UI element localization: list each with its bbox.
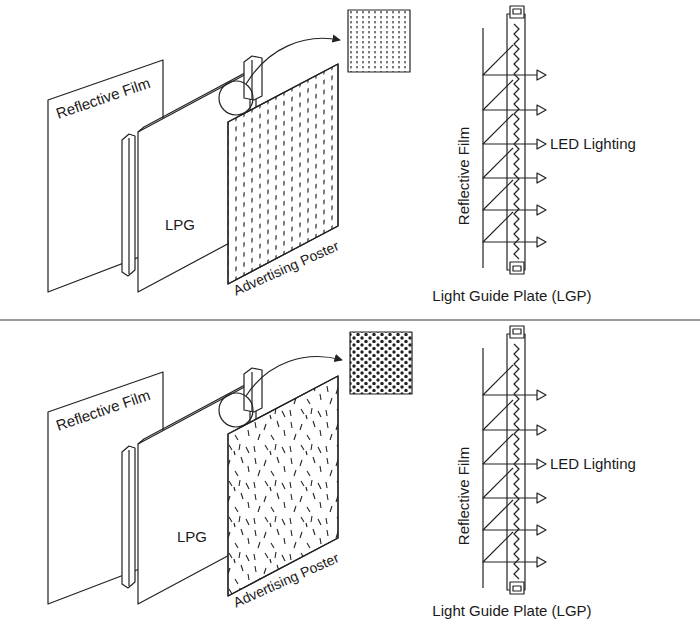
magnifier-circle — [219, 81, 253, 115]
frame-bar — [122, 134, 135, 276]
part-label: Reflective Film — [54, 74, 153, 122]
part-label: LPG — [177, 528, 207, 545]
light-ray — [483, 114, 537, 144]
magnifier — [219, 81, 253, 115]
ray-head — [537, 237, 546, 247]
ray-head — [537, 205, 546, 215]
end-cap — [510, 6, 524, 18]
part-label: LED Lighting — [550, 135, 636, 152]
end-cap-inner — [513, 266, 521, 271]
ray-head — [537, 139, 546, 149]
light-ray — [483, 148, 537, 178]
part-label: Light Guide Plate (LGP) — [432, 287, 591, 304]
end-cap — [510, 262, 524, 274]
ray-head — [537, 70, 546, 80]
frame-bar — [244, 56, 262, 100]
light-ray — [483, 45, 537, 75]
zoom-arrow — [246, 38, 340, 84]
part-label: LPG — [165, 216, 195, 233]
frame-bar-edge — [128, 138, 129, 274]
reflective-film-line — [482, 28, 483, 268]
part-label: Reflective Film — [54, 386, 153, 434]
dot-pattern-zoom — [350, 332, 412, 394]
dot-pattern-zoom — [348, 10, 410, 72]
cross-section — [483, 326, 546, 594]
panel-divider — [0, 319, 700, 321]
magnifier — [219, 393, 253, 427]
part-label: Advertising Poster — [231, 550, 341, 611]
cross-section — [483, 6, 546, 274]
light-ray — [483, 212, 537, 242]
end-cap-inner — [513, 9, 521, 14]
prism-profile — [514, 24, 519, 259]
part-label: Reflective Film — [455, 447, 472, 545]
part-label: Light Guide Plate (LGP) — [432, 602, 591, 619]
ray-head — [537, 105, 546, 115]
part-label: Advertising Poster — [231, 238, 341, 299]
light-ray — [483, 80, 537, 110]
light-ray — [483, 180, 537, 210]
plate-section — [507, 14, 525, 270]
part-label: LED Lighting — [550, 455, 636, 472]
ray-head — [537, 173, 546, 183]
light-rays — [483, 45, 546, 247]
part-label: Reflective Film — [455, 127, 472, 225]
zoom-arrow — [246, 357, 342, 396]
